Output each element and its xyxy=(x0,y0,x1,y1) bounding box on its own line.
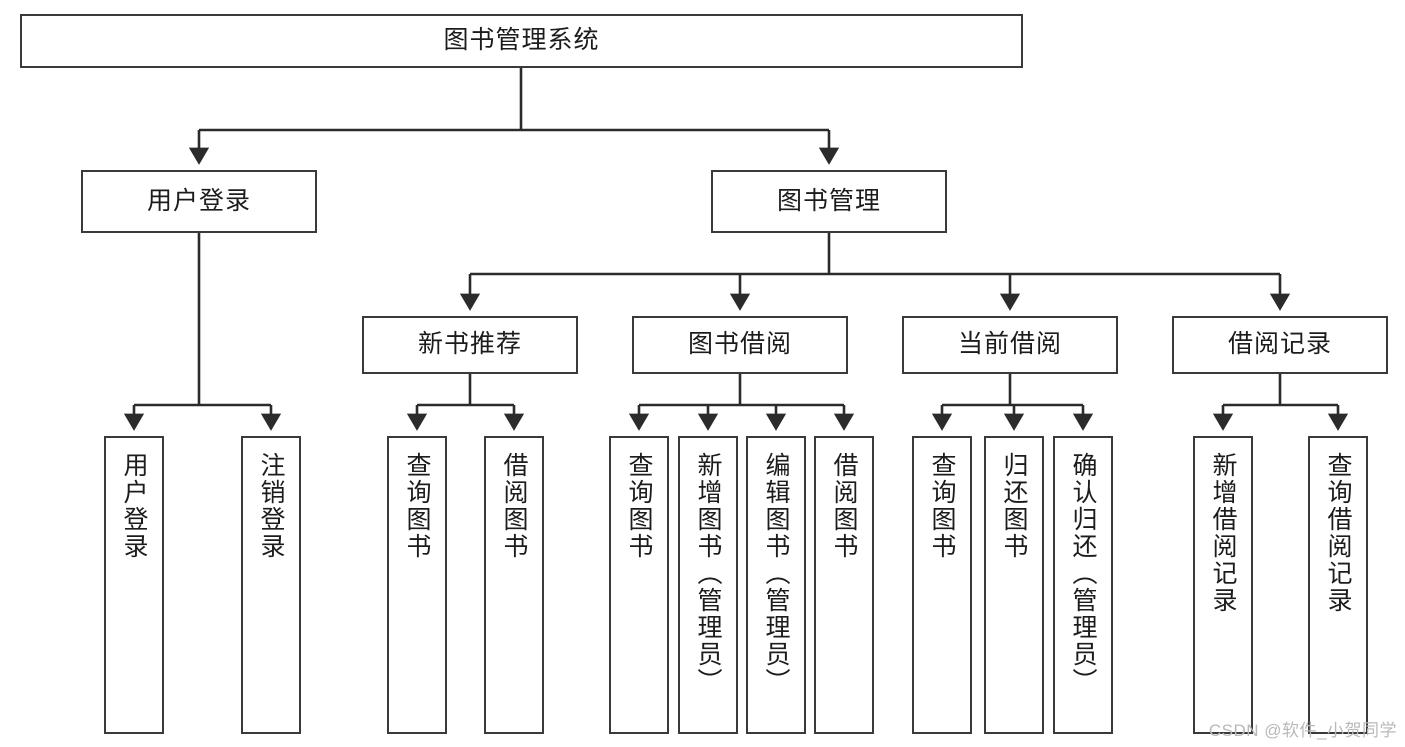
node-borrow-record[interactable]: 借阅记录 xyxy=(1172,316,1388,374)
node-book-borrow[interactable]: 图书借阅 xyxy=(632,316,848,374)
node-leaf-add-book-admin-label: 新增图书（管理员） xyxy=(694,452,722,695)
node-leaf-borrow-book-2[interactable]: 借阅图书 xyxy=(814,436,874,734)
node-book-manage[interactable]: 图书管理 xyxy=(711,170,947,233)
node-leaf-logout[interactable]: 注销登录 xyxy=(241,436,301,734)
node-leaf-user-login-label: 用户登录 xyxy=(120,452,148,560)
node-leaf-borrow-book-1[interactable]: 借阅图书 xyxy=(484,436,544,734)
node-book-manage-label: 图书管理 xyxy=(776,186,881,215)
node-leaf-edit-book-admin-label: 编辑图书（管理员） xyxy=(762,452,790,695)
node-root[interactable]: 图书管理系统 xyxy=(20,14,1023,68)
node-borrow-record-label: 借阅记录 xyxy=(1227,330,1332,359)
node-user-login[interactable]: 用户登录 xyxy=(81,170,317,233)
node-leaf-logout-label: 注销登录 xyxy=(257,452,285,560)
node-leaf-edit-book-admin[interactable]: 编辑图书（管理员） xyxy=(746,436,806,734)
node-leaf-user-login[interactable]: 用户登录 xyxy=(104,436,164,734)
node-leaf-query-book-2-label: 查询图书 xyxy=(625,452,653,560)
node-leaf-query-book-3-label: 查询图书 xyxy=(928,452,956,560)
node-leaf-add-borrow-record-label: 新增借阅记录 xyxy=(1209,452,1237,614)
node-leaf-return-book-label: 归还图书 xyxy=(1000,452,1028,560)
node-leaf-add-book-admin[interactable]: 新增图书（管理员） xyxy=(678,436,738,734)
node-leaf-query-borrow-record-label: 查询借阅记录 xyxy=(1324,452,1352,614)
node-user-login-label: 用户登录 xyxy=(146,186,251,215)
node-leaf-add-borrow-record[interactable]: 新增借阅记录 xyxy=(1193,436,1253,734)
csdn-watermark: CSDN @软件_小贺同学 xyxy=(1208,721,1397,740)
node-leaf-query-book-2[interactable]: 查询图书 xyxy=(609,436,669,734)
node-current-borrow[interactable]: 当前借阅 xyxy=(902,316,1118,374)
node-book-borrow-label: 图书借阅 xyxy=(687,330,792,359)
node-leaf-borrow-book-2-label: 借阅图书 xyxy=(830,452,858,560)
node-root-label: 图书管理系统 xyxy=(443,26,600,55)
node-leaf-query-book-3[interactable]: 查询图书 xyxy=(912,436,972,734)
node-leaf-return-book[interactable]: 归还图书 xyxy=(984,436,1044,734)
node-new-book-recommend-label: 新书推荐 xyxy=(417,330,522,359)
node-leaf-query-book-1-label: 查询图书 xyxy=(403,452,431,560)
node-leaf-borrow-book-1-label: 借阅图书 xyxy=(500,452,528,560)
node-new-book-recommend[interactable]: 新书推荐 xyxy=(362,316,578,374)
node-leaf-confirm-return-admin-label: 确认归还（管理员） xyxy=(1069,452,1097,695)
node-leaf-confirm-return-admin[interactable]: 确认归还（管理员） xyxy=(1053,436,1113,734)
node-leaf-query-borrow-record[interactable]: 查询借阅记录 xyxy=(1308,436,1368,734)
node-current-borrow-label: 当前借阅 xyxy=(957,330,1062,359)
node-leaf-query-book-1[interactable]: 查询图书 xyxy=(387,436,447,734)
